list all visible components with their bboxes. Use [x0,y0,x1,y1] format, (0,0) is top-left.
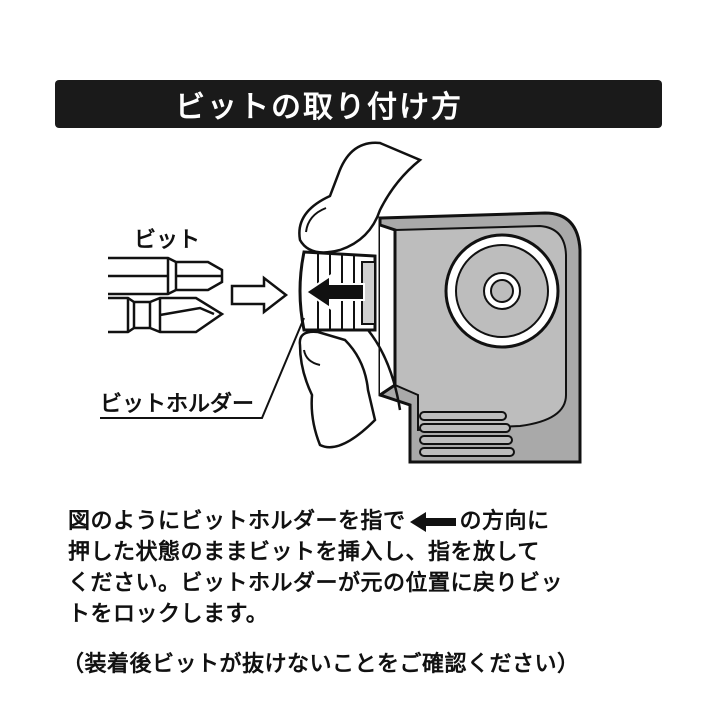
upper-finger [298,141,423,254]
bit-label: ビット [134,228,201,253]
instruction-text: 図のようにビットホルダーを指で の方向に 押した状態のままビットを挿入し、指を放し… [68,506,668,630]
holder-leader-line [100,317,305,419]
motor-cap [444,233,560,349]
title-bar: ビットの取り付け方 [55,80,662,128]
instruction-line-3: ください。ビットホルダーが元の位置に戻りビッ [68,571,564,596]
hex-bit-top [108,256,224,296]
bit-holder-label: ビットホルダー [100,392,255,417]
left-arrow-icon [409,512,456,532]
phillips-bit-bottom [108,296,225,334]
vent-slots [419,411,515,457]
installation-illustration [100,141,582,464]
instruction-line-1a: 図のようにビットホルダーを指で [68,509,406,534]
caution-note: （装着後ビットが抜けないことをご確認ください） [62,652,580,677]
instruction-line-2: 押した状態のままビットを挿入し、指を放して [68,540,540,565]
instruction-line-1b: の方向に [459,509,550,534]
right-outline-arrow-icon [230,275,289,315]
left-arrow-icon [304,274,365,310]
instruction-line-4: トをロックします。 [68,602,269,627]
page-title: ビットの取り付け方 [175,90,463,125]
lower-finger [298,330,377,449]
